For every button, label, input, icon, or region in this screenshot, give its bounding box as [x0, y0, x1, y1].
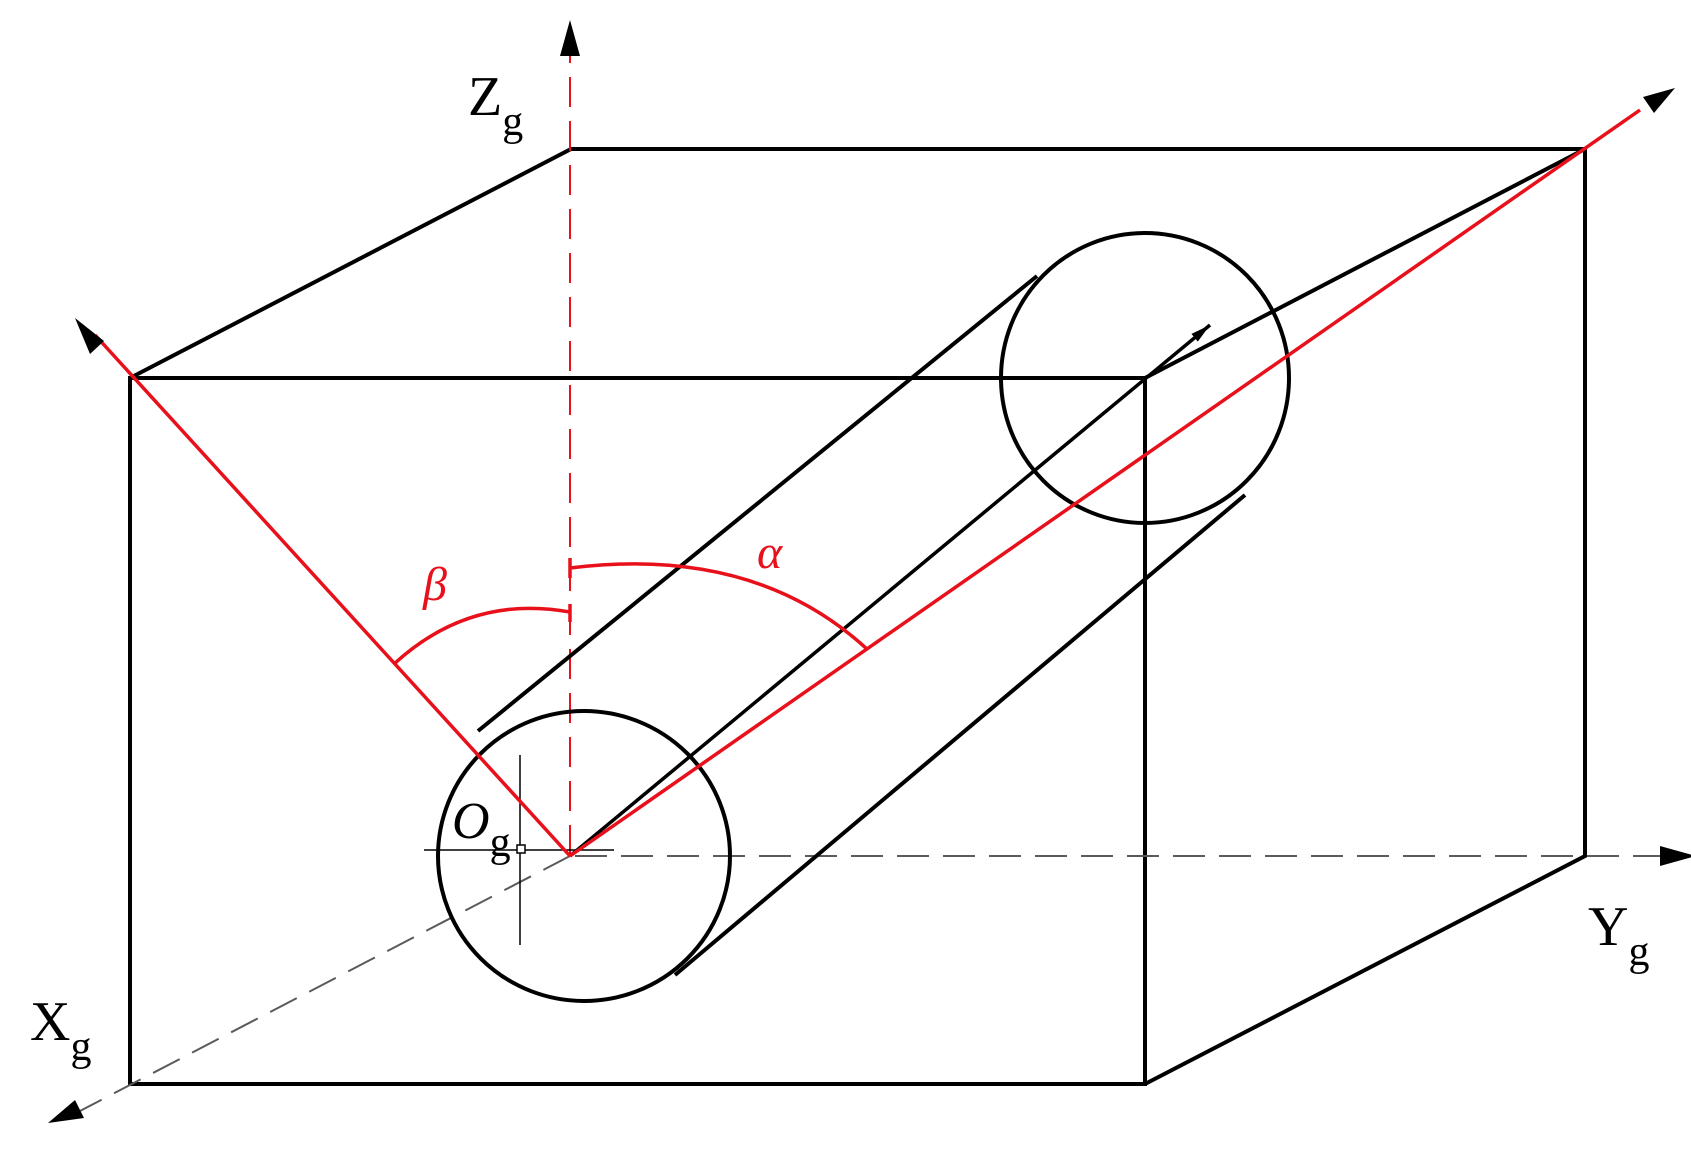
y-axis-arrowhead	[1660, 846, 1691, 866]
red-vector-right	[568, 108, 1642, 858]
x-axis-arrowhead	[48, 1100, 84, 1123]
angle-arcs	[392, 558, 870, 666]
cylinder-front-end	[436, 709, 732, 1003]
axis-arrowheads	[48, 20, 1691, 1123]
box-front-face	[128, 376, 1147, 1086]
red-arrowheads	[75, 88, 1675, 354]
x-axis-line	[77, 855, 571, 1113]
cylinder-back-end	[999, 231, 1291, 525]
z-axis-arrowhead	[560, 20, 580, 56]
red-vectors	[93, 108, 1642, 858]
diagonal-arrow	[568, 323, 1212, 858]
alpha-label: α	[757, 526, 783, 579]
red-vector-right-arrowhead	[1643, 88, 1675, 113]
y-axis-label: Yg	[1588, 896, 1649, 975]
z-axis-label: Zg	[468, 66, 523, 145]
box-top-edges	[129, 147, 1586, 380]
cylinder-lower-edge	[673, 493, 1247, 977]
box-right-edges	[1144, 149, 1587, 1086]
origin-label: Og	[452, 793, 511, 866]
origin-crosshair	[424, 755, 614, 945]
box-outline	[128, 147, 1587, 1086]
cylinder	[436, 231, 1291, 1003]
x-axis-label: Xg	[30, 991, 91, 1070]
alpha-arc	[569, 562, 870, 652]
dashed-axes	[77, 55, 1660, 1113]
red-vector-left	[93, 333, 572, 858]
cylinder-upper-edge	[476, 274, 1039, 733]
red-vector-left-arrowhead	[75, 318, 104, 354]
beta-label: β	[422, 558, 447, 611]
beta-arc	[392, 606, 571, 666]
origin-marker	[516, 844, 526, 854]
